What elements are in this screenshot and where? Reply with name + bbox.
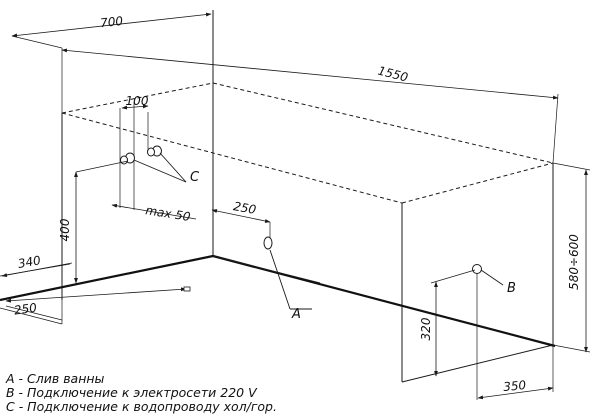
dim-line-max50 (111, 203, 197, 220)
front-bottom-edge (401, 344, 554, 383)
legend-item-drain: A - Слив ванны (5, 371, 105, 386)
top-back-edge (212, 82, 554, 164)
dim-line-250-front (5, 287, 187, 303)
dim-label-height: 580÷600 (567, 234, 581, 290)
water-supply-group: 100 C max 50 400 (58, 94, 200, 284)
dim-label-1550: 1550 (376, 64, 409, 85)
dim-label-250-drain: 250 (232, 199, 257, 217)
floor-line-inner (212, 255, 321, 284)
water-label: C (190, 170, 200, 185)
height-dimension: 580÷600 (552, 162, 590, 353)
dim-line-100 (121, 104, 149, 110)
dim-line-250-drain (211, 209, 271, 223)
dim-line-340 (1, 262, 73, 278)
dim-label-400: 400 (58, 218, 72, 241)
dim-line-700 (11, 12, 212, 38)
power-group: B 320 350 (419, 264, 554, 400)
power-socket-icon (472, 264, 482, 274)
hot-water-port-inner-icon (147, 147, 155, 157)
dim-line-1550 (61, 48, 559, 100)
dim-line-350 (477, 386, 554, 400)
cold-water-port-inner-icon (120, 155, 128, 165)
drain-outlet-icon (263, 236, 273, 250)
dim-label-350: 350 (503, 378, 527, 394)
dim-label-700: 700 (99, 14, 124, 30)
bathtub-box-outline (0, 10, 556, 383)
drain-group: 250 A 340 250 (0, 199, 312, 325)
dim-label-340: 340 (17, 253, 42, 271)
top-dimensions: 700 1550 (11, 12, 559, 164)
dim-label-max50: max 50 (145, 203, 192, 224)
dim-label-320: 320 (419, 317, 433, 340)
floor-drain-marker-icon (183, 286, 191, 292)
drain-label: A (291, 307, 301, 322)
top-right-edge (401, 162, 554, 204)
dim-label-250-front: 250 (13, 300, 38, 317)
top-front-edge (61, 112, 403, 204)
legend-item-power: B - Подключение к электросети 220 V (6, 385, 258, 400)
power-label: B (507, 281, 516, 296)
legend: A - Слив ванны B - Подключение к электро… (5, 371, 277, 414)
wall-floor-line-back (212, 254, 556, 348)
legend-item-water: C - Подключение к водопроводу хол/гор. (6, 399, 277, 414)
dim-label-100: 100 (126, 94, 149, 108)
